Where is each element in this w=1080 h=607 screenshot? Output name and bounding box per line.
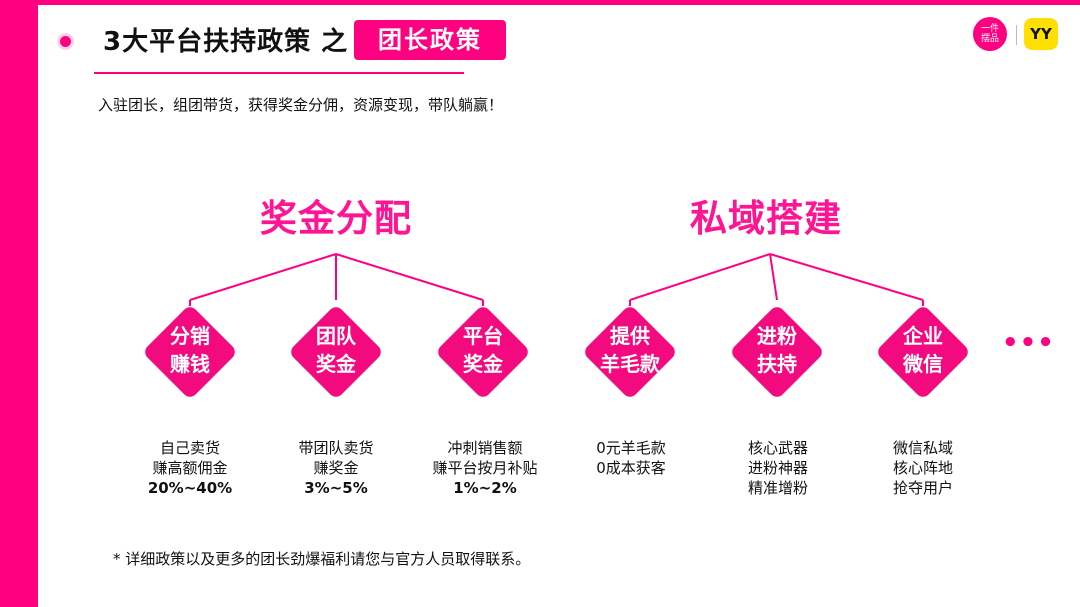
brand-logo-yy: YY bbox=[1024, 18, 1058, 50]
desc-team-bonus: 带团队卖货 赚奖金 3%~5% bbox=[261, 438, 411, 498]
desc-line: 微信私域 bbox=[892, 439, 953, 457]
diamond-label-distribution: 分销 赚钱 bbox=[135, 322, 245, 378]
desc-enterprise-wechat: 微信私域 核心阵地 抢夺用户 bbox=[848, 438, 998, 498]
desc-platform-bonus: 冲刺销售额 赚平台按月补贴 1%~2% bbox=[410, 438, 560, 498]
footnote: * 详细政策以及更多的团长劲爆福利请您与官方人员取得联系。 bbox=[113, 550, 531, 568]
diamond-text: 羊毛款 bbox=[600, 352, 660, 376]
connector-line bbox=[769, 253, 924, 301]
desc-line: 赚奖金 bbox=[313, 459, 359, 477]
diamond-text: 提供 bbox=[610, 324, 650, 348]
diamond-label-fan-support: 进粉 扶持 bbox=[722, 322, 832, 378]
title-underline bbox=[94, 72, 464, 74]
desc-fan-support: 核心武器 进粉神器 精准增粉 bbox=[703, 438, 853, 498]
diamond-text: 赚钱 bbox=[170, 352, 210, 376]
diamond-text: 奖金 bbox=[316, 352, 356, 376]
diamond-text: 扶持 bbox=[757, 352, 797, 376]
heading-private-domain: 私域搭建 bbox=[690, 197, 842, 240]
page-subtitle: 入驻团长，组团带货，获得奖金分佣，资源变现，带队躺赢！ bbox=[98, 96, 504, 114]
diamond-text: 分销 bbox=[170, 324, 210, 348]
page-title: 3大平台扶持政策 之 bbox=[103, 27, 349, 57]
brand-logo-line2: 摆品 bbox=[980, 34, 999, 44]
desc-line: 0元羊毛款 bbox=[596, 439, 666, 457]
desc-line: 核心阵地 bbox=[892, 459, 953, 477]
diamond-text: 平台 bbox=[463, 324, 503, 348]
desc-rate: 3%~5% bbox=[304, 479, 368, 497]
title-bullet-icon bbox=[60, 36, 71, 47]
desc-line: 抢夺用户 bbox=[892, 479, 953, 497]
desc-line: 冲刺销售额 bbox=[447, 439, 523, 457]
desc-line: 精准增粉 bbox=[747, 479, 808, 497]
connector-line bbox=[769, 253, 778, 301]
desc-line: 赚平台按月补贴 bbox=[432, 459, 538, 477]
diamond-text: 团队 bbox=[316, 324, 356, 348]
desc-rate: 20%~40% bbox=[147, 479, 233, 497]
diamond-text: 企业 bbox=[903, 324, 943, 348]
desc-line: 核心武器 bbox=[747, 439, 808, 457]
title-badge: 团长政策 bbox=[354, 20, 506, 60]
more-dots-icon: ••• bbox=[1002, 328, 1055, 358]
brand-logo-line1: 一件 bbox=[980, 24, 999, 34]
desc-distribution: 自己卖货 赚高额佣金 20%~40% bbox=[115, 438, 265, 498]
diamond-label-enterprise-wechat: 企业 微信 bbox=[868, 322, 978, 378]
desc-line: 带团队卖货 bbox=[298, 439, 374, 457]
left-accent-bar bbox=[0, 0, 38, 607]
diamond-label-team-bonus: 团队 奖金 bbox=[281, 322, 391, 378]
desc-line: 0成本获客 bbox=[596, 459, 666, 477]
diamond-label-wool-products: 提供 羊毛款 bbox=[575, 322, 685, 378]
diamond-label-platform-bonus: 平台 奖金 bbox=[428, 322, 538, 378]
desc-line: 赚高额佣金 bbox=[152, 459, 228, 477]
connector-line bbox=[629, 253, 771, 301]
heading-bonus-distribution: 奖金分配 bbox=[260, 197, 412, 240]
desc-wool-products: 0元羊毛款 0成本获客 bbox=[556, 438, 706, 478]
logo-separator bbox=[1016, 25, 1017, 45]
connector-line bbox=[189, 253, 337, 301]
diamond-text: 微信 bbox=[903, 352, 943, 376]
diamond-text: 奖金 bbox=[463, 352, 503, 376]
diamond-text: 进粉 bbox=[757, 324, 797, 348]
desc-rate: 1%~2% bbox=[453, 479, 517, 497]
brand-logo-circle: 一件 摆品 bbox=[973, 17, 1007, 51]
top-accent-bar bbox=[38, 0, 1080, 5]
desc-line: 进粉神器 bbox=[747, 459, 808, 477]
desc-line: 自己卖货 bbox=[159, 439, 220, 457]
connector-line bbox=[335, 253, 484, 301]
